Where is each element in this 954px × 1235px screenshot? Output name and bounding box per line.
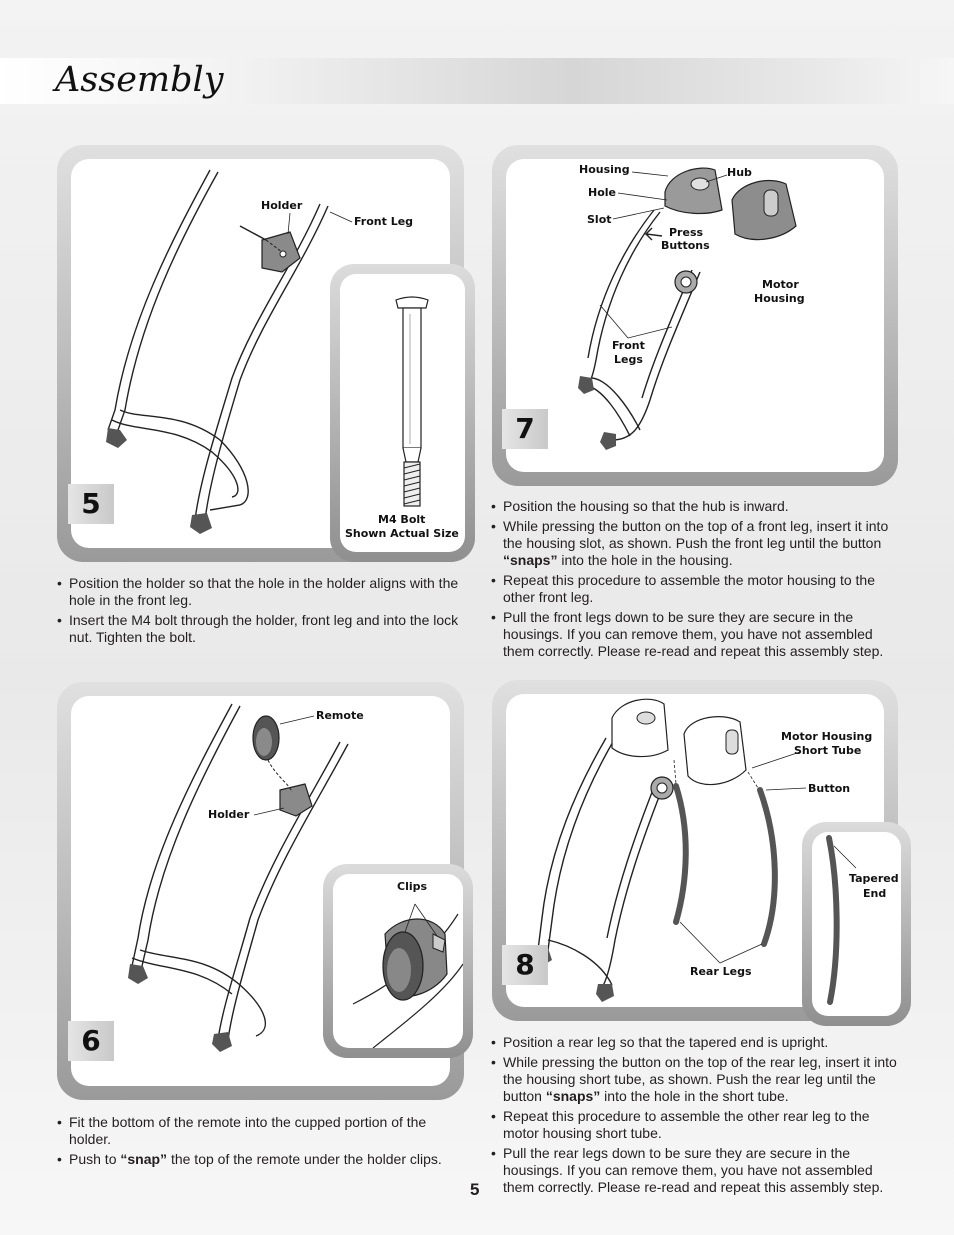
tapered-end-inset-inner — [812, 832, 901, 1016]
step-6-bullet-2: Push to “snap” the top of the remote und… — [57, 1151, 469, 1168]
label-buttons: Buttons — [661, 239, 710, 252]
bolt-drawing — [395, 296, 429, 507]
step-6-number: 6 — [68, 1021, 114, 1061]
label-holder: Holder — [261, 199, 303, 212]
tapered-end-inset — [802, 822, 911, 1026]
label-housing: Housing — [579, 163, 630, 176]
step-5-number: 5 — [68, 484, 114, 524]
label-remote: Remote — [316, 709, 364, 722]
step-8-bullet-4: Pull the rear legs down to be sure they … — [491, 1145, 906, 1196]
label-hole: Hole — [588, 186, 616, 199]
rear-leg-drawing — [826, 835, 857, 1005]
label-button: Button — [808, 782, 851, 795]
label-front-leg: Front Leg — [354, 215, 414, 228]
header-band — [0, 58, 954, 104]
label-holder-6: Holder — [208, 808, 250, 821]
step-6-bullet-1: Fit the bottom of the remote into the cu… — [57, 1114, 469, 1148]
clips-drawing — [352, 903, 463, 1048]
step-7-instructions: Position the housing so that the hub is … — [491, 498, 901, 663]
page-title: Assembly — [55, 60, 224, 100]
label-m4-bolt: M4 Bolt — [378, 513, 426, 526]
label-end: End — [863, 887, 887, 900]
clips-inset — [323, 864, 473, 1058]
step-8-bullet-2: While pressing the button on the top of … — [491, 1054, 906, 1105]
step-7-bullet-1: Position the housing so that the hub is … — [491, 498, 901, 515]
step-8-number: 8 — [502, 945, 548, 985]
label-motor: Motor — [762, 278, 799, 291]
label-short-tube: Short Tube — [794, 744, 862, 757]
step-7-bullet-3: Repeat this procedure to assemble the mo… — [491, 572, 901, 606]
label-tapered: Tapered — [849, 872, 899, 885]
label-legs: Legs — [614, 353, 643, 366]
step-5-instructions: Position the holder so that the hole in … — [57, 575, 469, 649]
step-8-bullet-1: Position a rear leg so that the tapered … — [491, 1034, 906, 1051]
label-press: Press — [669, 226, 704, 239]
label-front: Front — [612, 339, 645, 352]
page-number: 5 — [470, 1180, 480, 1199]
step-7-bullet-4: Pull the front legs down to be sure they… — [491, 609, 901, 660]
label-hub: Hub — [727, 166, 752, 179]
label-clips: Clips — [397, 880, 428, 893]
step-7-panel — [492, 145, 898, 486]
step-8-bullet-3: Repeat this procedure to assemble the ot… — [491, 1108, 906, 1142]
step-8-instructions: Position a rear leg so that the tapered … — [491, 1034, 906, 1199]
label-rear-legs: Rear Legs — [690, 965, 752, 978]
step-7-panel-inner — [506, 159, 884, 472]
bolt-inset-inner — [340, 274, 465, 552]
step-5-bullet-2: Insert the M4 bolt through the holder, f… — [57, 612, 469, 646]
label-motor-housing: Housing — [754, 292, 805, 305]
label-motor-housing-line1: Motor Housing — [781, 730, 873, 743]
clips-inset-inner — [333, 874, 463, 1048]
step-6-instructions: Fit the bottom of the remote into the cu… — [57, 1114, 469, 1171]
step-7-bullet-2: While pressing the button on the top of … — [491, 518, 901, 569]
step-7-number: 7 — [502, 409, 548, 449]
label-shown-actual-size: Shown Actual Size — [345, 527, 459, 540]
label-slot: Slot — [587, 213, 612, 226]
bolt-inset — [330, 264, 475, 562]
step-5-bullet-1: Position the holder so that the hole in … — [57, 575, 469, 609]
